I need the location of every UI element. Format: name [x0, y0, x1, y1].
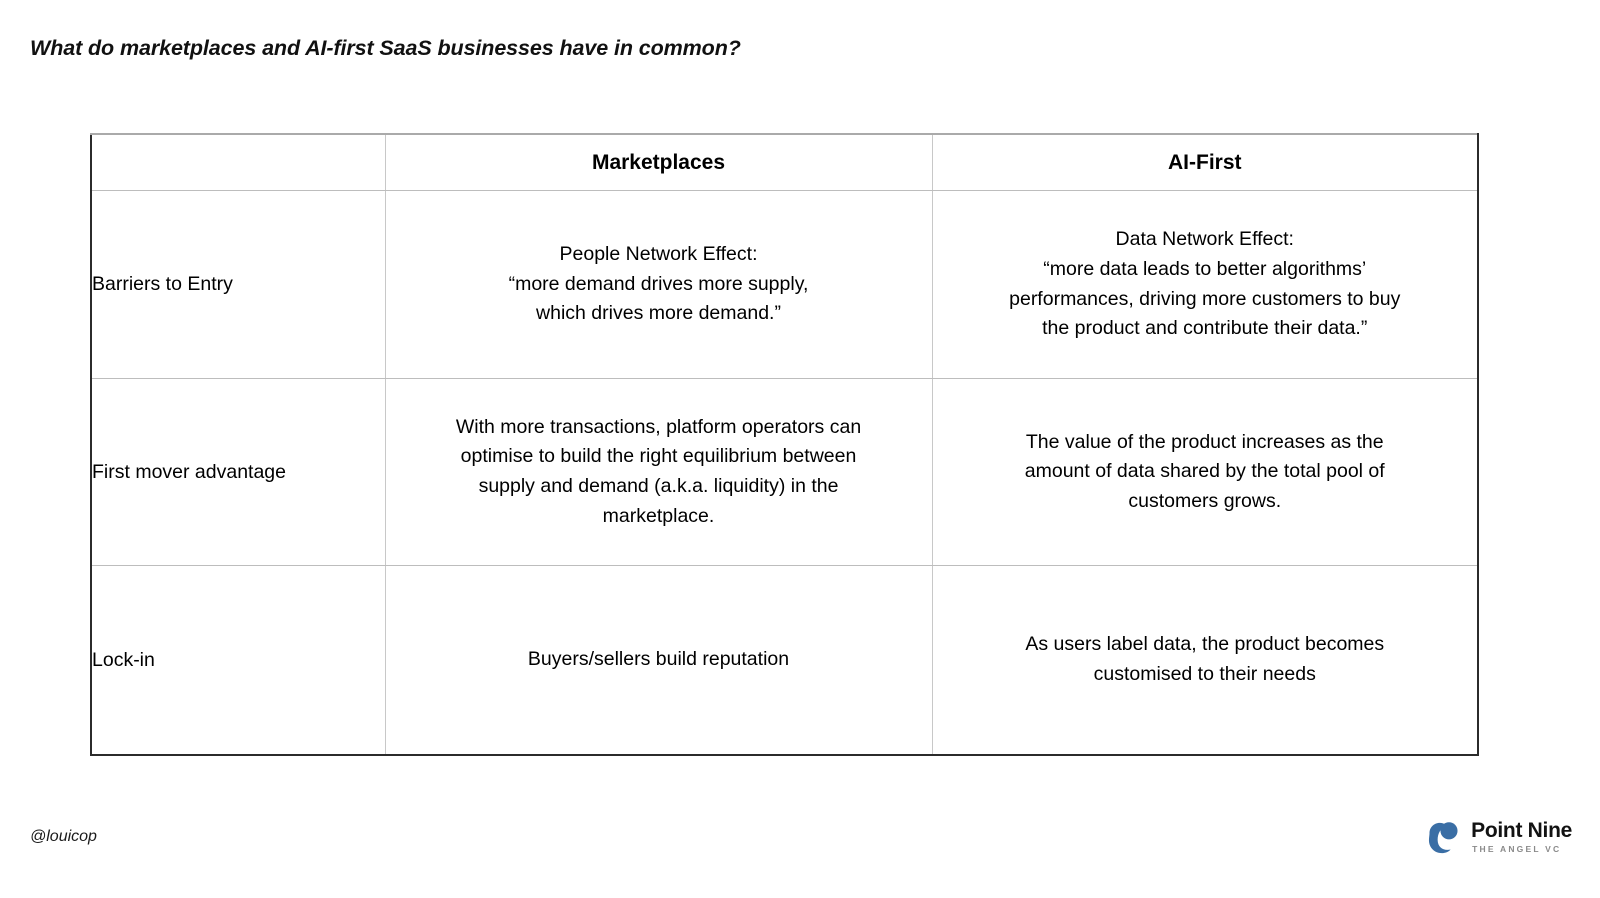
point-nine-wordmark: Point Nine THE ANGEL VC — [1471, 820, 1572, 854]
cell-text-line: marketplace. — [602, 504, 715, 527]
author-handle: @louicop — [30, 828, 97, 845]
brand-tagline: THE ANGEL VC — [1472, 843, 1562, 854]
point-nine-logo: Point Nine THE ANGEL VC — [1423, 817, 1572, 856]
table-header: Marketplaces AI-First — [90, 133, 1479, 191]
cell-first-mover-marketplaces: With more transactions, platform operato… — [384, 378, 933, 566]
cell-text-line: Buyers/sellers build reputation — [527, 648, 790, 671]
row-label-lock-in: Lock-in — [90, 565, 386, 756]
column-header-marketplaces: Marketplaces — [384, 133, 933, 191]
table-header-row: Marketplaces AI-First — [90, 133, 1479, 191]
cell-text-line: supply and demand (a.k.a. liquidity) in … — [478, 475, 839, 497]
comparison-table: Marketplaces AI-First Barriers to Entry … — [90, 133, 1479, 756]
cell-barriers-ai-first: Data Network Effect: “more data leads to … — [931, 190, 1479, 379]
cell-text-line: performances, driving more customers to … — [1009, 287, 1401, 310]
cell-text-line: which drives more demand.” — [536, 302, 781, 325]
cell-text-line: the product and contribute their data.” — [1042, 317, 1368, 340]
cell-first-mover-ai-first: The value of the product increases as th… — [931, 378, 1479, 566]
cell-text-line: Data Network Effect: — [1115, 228, 1294, 251]
table-row: Barriers to Entry People Network Effect:… — [90, 190, 1479, 379]
table-row: First mover advantage With more transact… — [90, 378, 1479, 566]
cell-text-line: customers grows. — [1128, 489, 1282, 512]
cell-text-line: customised to their needs — [1093, 663, 1316, 685]
cell-text-line: amount of data shared by the total pool … — [1024, 460, 1385, 483]
cell-text-line: As users label data, the product becomes — [1025, 633, 1385, 656]
row-label-barriers-to-entry: Barriers to Entry — [90, 190, 386, 379]
point-nine-mark-icon — [1423, 817, 1462, 856]
comparison-table-wrapper: Marketplaces AI-First Barriers to Entry … — [90, 133, 1479, 756]
brand-name: Point Nine — [1471, 818, 1572, 842]
cell-barriers-marketplaces: People Network Effect: “more demand drive… — [384, 190, 933, 379]
cell-text-line: People Network Effect: — [559, 243, 758, 266]
cell-lock-in-marketplaces: Buyers/sellers build reputation — [384, 565, 933, 756]
table-body: Barriers to Entry People Network Effect:… — [90, 190, 1479, 756]
column-header-ai-first: AI-First — [931, 133, 1479, 191]
cell-text-line: “more data leads to better algorithms’ — [1043, 257, 1367, 280]
row-label-first-mover-advantage: First mover advantage — [90, 378, 386, 566]
page-title: What do marketplaces and AI-first SaaS b… — [30, 36, 741, 60]
cell-lock-in-ai-first: As users label data, the product becomes… — [931, 565, 1479, 756]
cell-text-line: “more demand drives more supply, — [508, 272, 809, 295]
table-row: Lock-in Buyers/sellers build reputation … — [90, 565, 1479, 756]
cell-text-line: optimise to build the right equilibrium … — [460, 445, 857, 468]
cell-text-line: With more transactions, platform operato… — [455, 415, 862, 438]
cell-text-line: The value of the product increases as th… — [1025, 430, 1384, 453]
table-corner-cell — [90, 133, 386, 191]
